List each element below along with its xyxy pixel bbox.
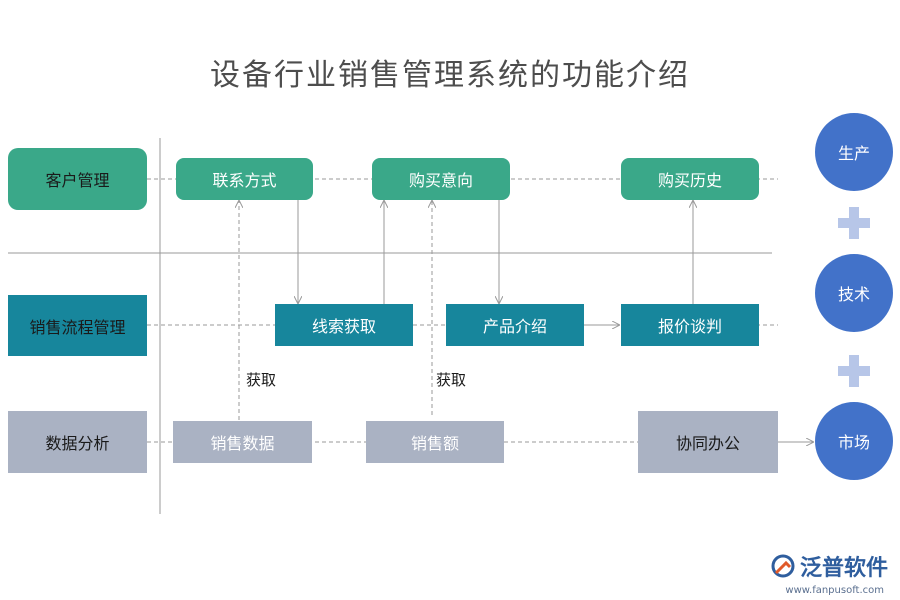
logo-icon	[771, 554, 795, 578]
row-header-sales-process: 销售流程管理	[8, 295, 147, 356]
box-purchase-intent: 购买意向	[372, 158, 510, 200]
circle-technology: 技术	[815, 254, 893, 332]
box-product-intro: 产品介绍	[446, 304, 584, 346]
page-title: 设备行业销售管理系统的功能介绍	[210, 58, 690, 93]
row-header-data-analysis: 数据分析	[8, 411, 147, 473]
box-sales-data: 销售数据	[173, 421, 312, 463]
plus-icon	[838, 207, 870, 239]
box-lead-acquisition: 线索获取	[275, 304, 413, 346]
box-purchase-history: 购买历史	[621, 158, 759, 200]
box-collaborative-office: 协同办公	[638, 411, 778, 473]
label-get-2: 获取	[436, 371, 467, 389]
brand-logo: 泛普软件	[770, 550, 888, 582]
plus-icon	[838, 355, 870, 387]
logo-url: www.fanpusoft.com	[785, 585, 884, 596]
label-get-1: 获取	[246, 371, 277, 389]
box-contact-info: 联系方式	[176, 158, 313, 200]
logo-name: 泛普软件	[799, 556, 888, 581]
circle-production: 生产	[815, 113, 893, 191]
box-quote-negotiation: 报价谈判	[621, 304, 759, 346]
box-sales-revenue: 销售额	[366, 421, 504, 463]
row-header-customer: 客户管理	[8, 148, 147, 210]
circle-market: 市场	[815, 402, 893, 480]
